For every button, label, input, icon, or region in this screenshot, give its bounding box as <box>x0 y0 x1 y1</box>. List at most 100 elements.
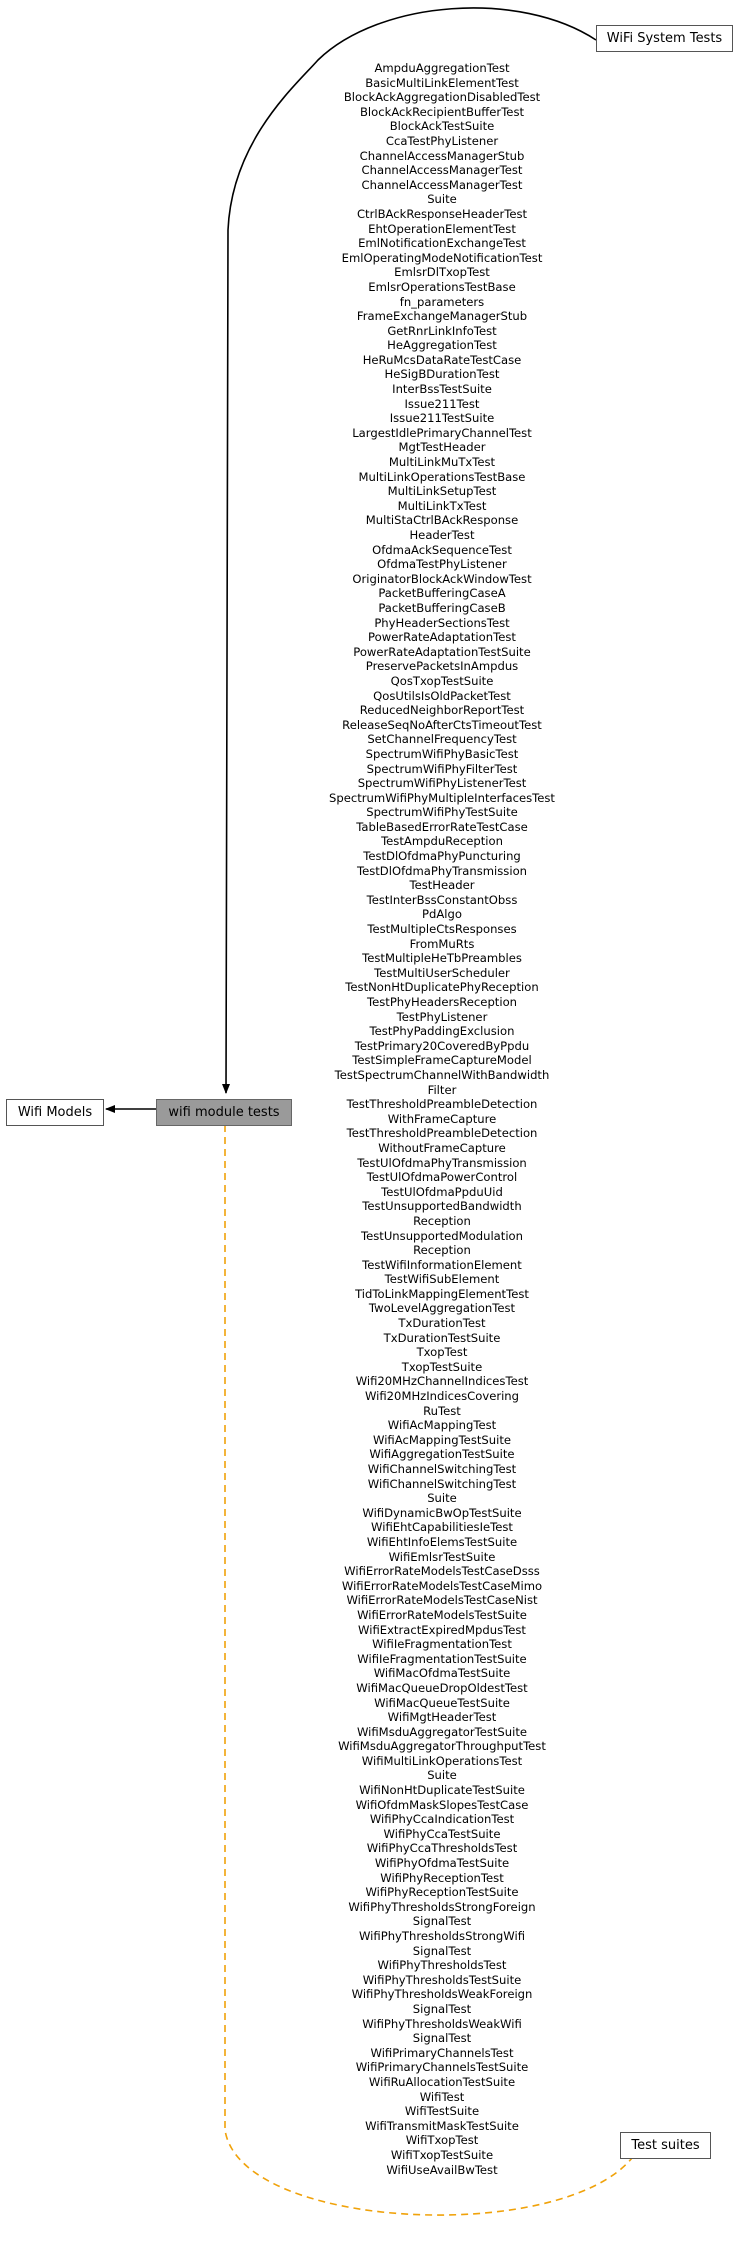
class-list-item[interactable]: QosTxopTestSuite <box>390 673 494 688</box>
class-list-item[interactable]: SignalTest <box>412 1914 472 1929</box>
class-list-item[interactable]: MgtTestHeader <box>398 440 486 455</box>
class-list-item[interactable]: TableBasedErrorRateTestCase <box>356 819 528 834</box>
class-list-item[interactable]: ReleaseSeqNoAfterCtsTimeoutTest <box>342 717 542 732</box>
class-list-item[interactable]: QosUtilsIsOldPacketTest <box>373 688 511 703</box>
class-list-item[interactable]: TestWifiSubElement <box>384 1272 500 1287</box>
class-list-item[interactable]: WifiEhtInfoElemsTestSuite <box>366 1534 518 1549</box>
class-list-item[interactable]: EmlOperatingModeNotificationTest <box>341 250 543 265</box>
class-list-item[interactable]: HeSigBDurationTest <box>384 367 500 382</box>
class-list-item[interactable]: SpectrumWifiPhyFilterTest <box>366 761 518 776</box>
class-list-item[interactable]: Wifi20MHzIndicesCovering <box>364 1389 520 1404</box>
class-list-item[interactable]: PhyHeaderSectionsTest <box>374 615 510 630</box>
class-list-item[interactable]: TxDurationTest <box>398 1316 486 1331</box>
class-list-item[interactable]: TestMultipleHeTbPreambles <box>362 951 522 966</box>
class-list-item[interactable]: TestUnsupportedModulation <box>360 1228 523 1243</box>
class-list-item[interactable]: WifiEmlsrTestSuite <box>388 1549 496 1564</box>
class-list-item[interactable]: MultiLinkMuTxTest <box>388 455 496 470</box>
class-list-item[interactable]: TestPhyListener <box>396 1009 488 1024</box>
class-list-item[interactable]: SignalTest <box>412 2001 472 2016</box>
class-list-item[interactable]: FrameExchangeManagerStub <box>356 309 528 324</box>
class-list-item[interactable]: WifiMacOfdmaTestSuite <box>373 1666 511 1681</box>
class-list-item[interactable]: WifiErrorRateModelsTestCaseDsss <box>344 1564 540 1579</box>
class-list-item[interactable]: TxopTestSuite <box>401 1359 483 1374</box>
class-list-item[interactable]: WifiErrorRateModelsTestCaseMimo <box>341 1578 543 1593</box>
class-list-item[interactable]: ChannelAccessManagerStub <box>359 148 525 163</box>
class-list-item[interactable]: Wifi20MHzChannelIndicesTest <box>355 1374 529 1389</box>
class-list-item[interactable]: EhtOperationElementTest <box>368 221 516 236</box>
class-list-item[interactable]: WifiErrorRateModelsTestCaseNist <box>346 1593 538 1608</box>
class-list-item[interactable]: ChannelAccessManagerTest <box>361 163 523 178</box>
class-list-item[interactable]: PreservePacketsInAmpdus <box>365 659 519 674</box>
class-list-item[interactable]: WifiTransmitMaskTestSuite <box>365 2118 519 2133</box>
class-list-item[interactable]: MultiLinkOperationsTestBase <box>358 469 526 484</box>
class-list-item[interactable]: MultiLinkTxTest <box>397 498 487 513</box>
class-list-item[interactable]: TxopTest <box>416 1345 468 1360</box>
class-list-item[interactable]: Reception <box>413 1243 471 1258</box>
class-list-item[interactable]: WifiDynamicBwOpTestSuite <box>362 1505 522 1520</box>
class-list-item[interactable]: WifiPhyOfdmaTestSuite <box>374 1856 510 1871</box>
class-list-item[interactable]: WifiMgtHeaderTest <box>387 1710 497 1725</box>
class-list-item[interactable]: TestNonHtDuplicatePhyReception <box>345 980 539 995</box>
class-list-item[interactable]: Issue211Test <box>404 396 480 411</box>
class-list-item[interactable]: BlockAckTestSuite <box>389 119 495 134</box>
class-list-item[interactable]: WifiPhyThresholdsStrongForeign <box>348 1899 536 1914</box>
class-list-item[interactable]: SignalTest <box>412 2031 472 2046</box>
class-list-item[interactable]: RuTest <box>423 1403 461 1418</box>
class-list-item[interactable]: TestThresholdPreambleDetection <box>346 1126 538 1141</box>
class-list-item[interactable]: LargestIdlePrimaryChannelTest <box>352 425 532 440</box>
class-list-item[interactable]: WifiChannelSwitchingTest <box>367 1476 517 1491</box>
class-list-item[interactable]: TestUlOfdmaPpduUid <box>381 1184 503 1199</box>
class-list-item[interactable]: WifiTxopTest <box>405 2133 479 2148</box>
class-list-item[interactable]: TestMultiUserScheduler <box>374 965 510 980</box>
class-list-item[interactable]: WifiPhyThresholdsWeakForeign <box>351 1987 533 2002</box>
class-list-item[interactable]: TestMultipleCtsResponses <box>367 922 517 937</box>
class-list-item[interactable]: PowerRateAdaptationTestSuite <box>353 644 531 659</box>
class-list-item[interactable]: WifiPhyReceptionTestSuite <box>365 1885 519 1900</box>
class-list-item[interactable]: OfdmaAckSequenceTest <box>372 542 512 557</box>
class-list-item[interactable]: TestPhyPaddingExclusion <box>369 1024 515 1039</box>
class-list-item[interactable]: MultiLinkSetupTest <box>387 484 497 499</box>
class-list-item[interactable]: Suite <box>427 1491 457 1506</box>
class-list-item[interactable]: InterBssTestSuite <box>392 382 492 397</box>
class-list-item[interactable]: Reception <box>413 1213 471 1228</box>
node-wifi-models[interactable]: Wifi Models <box>6 1099 104 1126</box>
class-list-item[interactable]: WifiTestSuite <box>404 2104 480 2119</box>
class-list-item[interactable]: WifiExtractExpiredMpdusTest <box>358 1622 526 1637</box>
class-list-item[interactable]: WifiRuAllocationTestSuite <box>368 2074 516 2089</box>
class-list-item[interactable]: WifiMsduAggregatorThroughputTest <box>338 1739 546 1754</box>
class-list-item[interactable]: TestDlOfdmaPhyPuncturing <box>363 849 521 864</box>
class-list-item[interactable]: PdAlgo <box>422 907 462 922</box>
class-list-item[interactable]: WifiPhyCcaThresholdsTest <box>366 1841 518 1856</box>
class-list-item[interactable]: WifiMacQueueDropOldestTest <box>356 1680 528 1695</box>
class-list-item[interactable]: Suite <box>427 1768 457 1783</box>
node-test-suites[interactable]: Test suites <box>620 2132 711 2159</box>
class-list-item[interactable]: WifiAcMappingTestSuite <box>372 1432 512 1447</box>
class-list-item[interactable]: TidToLinkMappingElementTest <box>355 1286 529 1301</box>
class-list-item[interactable]: WifiPhyThresholdsStrongWifi <box>358 1929 526 1943</box>
class-list-item[interactable]: AmpduAggregationTest <box>374 61 510 75</box>
class-list-item[interactable]: EmlsrDlTxopTest <box>394 265 490 280</box>
class-list-item[interactable]: HeAggregationTest <box>387 338 497 353</box>
class-list-item[interactable]: TestHeader <box>409 878 475 893</box>
class-list-item[interactable]: fn_parameters <box>399 294 485 309</box>
class-list-item[interactable]: TestThresholdPreambleDetection <box>346 1097 538 1112</box>
class-list-item[interactable]: WifiUseAvailBwTest <box>386 2162 498 2177</box>
class-list-item[interactable]: CcaTestPhyListener <box>385 133 499 148</box>
class-list-item[interactable]: WifiPrimaryChannelsTestSuite <box>355 2060 529 2075</box>
class-list-item[interactable]: OfdmaTestPhyListener <box>377 557 507 572</box>
class-list-item[interactable]: WifiChannelSwitchingTest <box>367 1462 517 1476</box>
class-list-item[interactable]: WifiIeFragmentationTest <box>372 1637 512 1652</box>
class-list-item[interactable]: WifiEhtCapabilitiesIeTest <box>371 1520 513 1535</box>
class-list-item[interactable]: GetRnrLinkInfoTest <box>387 323 497 338</box>
class-list-item[interactable]: WifiNonHtDuplicateTestSuite <box>359 1783 525 1798</box>
class-list-item[interactable]: SignalTest <box>412 1943 472 1958</box>
class-list-item[interactable]: TestUlOfdmaPowerControl <box>366 1170 518 1185</box>
class-list-item[interactable]: WifiPhyCcaTestSuite <box>383 1826 501 1841</box>
class-list-item[interactable]: WifiTxopTestSuite <box>390 2147 494 2162</box>
class-list-item[interactable]: BasicMultiLinkElementTest <box>365 75 519 90</box>
class-list-item[interactable]: WifiIeFragmentationTestSuite <box>357 1651 527 1666</box>
class-list-item[interactable]: Issue211TestSuite <box>389 411 495 426</box>
class-list-item[interactable]: CtrlBAckResponseHeaderTest <box>356 206 528 221</box>
class-list-item[interactable]: WithFrameCapture <box>387 1111 497 1126</box>
class-list-item[interactable]: TestSpectrumChannelWithBandwidth <box>334 1067 550 1082</box>
